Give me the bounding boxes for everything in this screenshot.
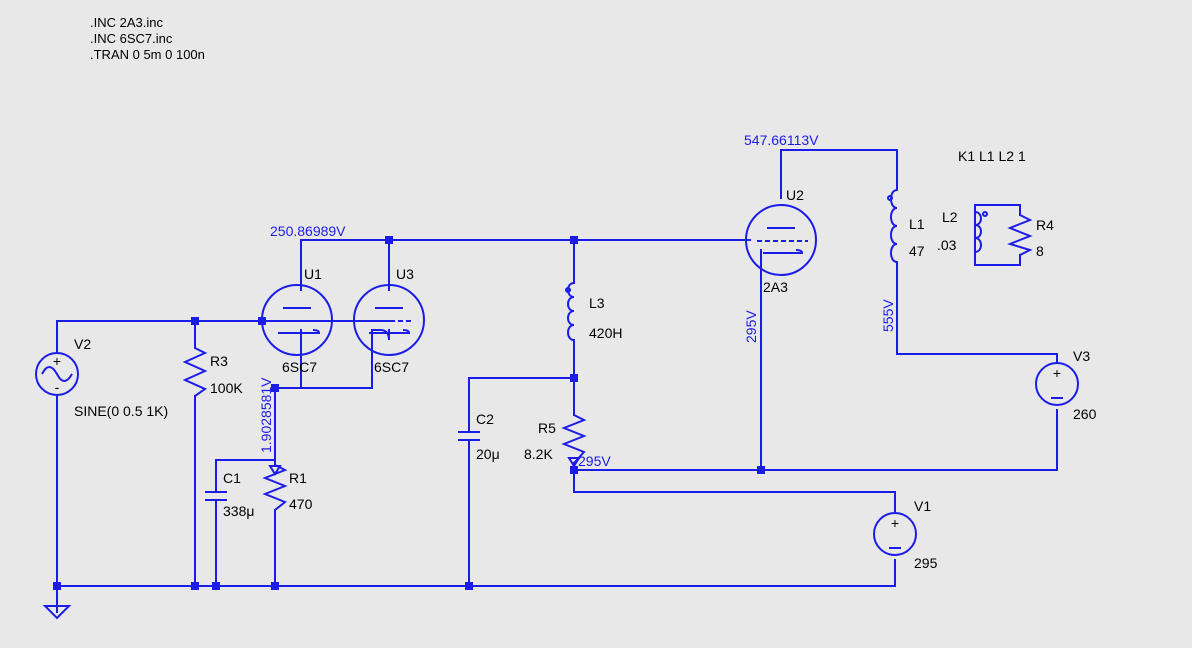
- spice-directives[interactable]: .INC 2A3.inc .INC 6SC7.inc .TRAN 0 5m 0 …: [90, 15, 205, 62]
- r5-value: 8.2K: [524, 446, 553, 462]
- inductor-l1[interactable]: L1 47: [887, 189, 925, 263]
- u2-value: 2A3: [763, 279, 788, 295]
- c2-ref: C2: [476, 411, 494, 427]
- wire-secondary-top: [974, 204, 1021, 216]
- source-v3[interactable]: + V3 260: [1035, 348, 1097, 422]
- v2-ref: V2: [74, 336, 91, 352]
- resistor-r5[interactable]: R5 8.2K: [524, 414, 587, 468]
- u1-ref: U1: [304, 266, 322, 282]
- wire-ground-bus: [56, 559, 896, 587]
- r1-value: 470: [289, 496, 313, 512]
- r1-ref: R1: [289, 470, 307, 486]
- wire-u2-plate: [780, 149, 898, 199]
- r4-ref: R4: [1036, 217, 1054, 233]
- resistor-r1[interactable]: R1 470: [262, 464, 313, 512]
- u3-ref: U3: [396, 266, 414, 282]
- net-voltage-output-plate: 547.66113V: [744, 132, 819, 148]
- source-v2[interactable]: + - V2 SINE(0 0.5 1K): [35, 336, 168, 419]
- v2-value: SINE(0 0.5 1K): [74, 403, 168, 419]
- inductor-l2[interactable]: L2 .03: [937, 209, 988, 253]
- u2-ref: U2: [786, 187, 804, 203]
- l1-value: 47: [909, 243, 925, 259]
- directive-inc-2a3[interactable]: .INC 2A3.inc: [90, 15, 163, 30]
- v1-value: 295: [914, 555, 938, 571]
- svg-text:+: +: [53, 353, 61, 369]
- svg-text:+: +: [1053, 365, 1061, 381]
- directive-tran[interactable]: .TRAN 0 5m 0 100n: [90, 47, 205, 62]
- net-voltage-supply-node: 295V: [578, 453, 611, 469]
- u1-value: 6SC7: [282, 359, 317, 375]
- r4-value: 8: [1036, 243, 1044, 259]
- capacitor-c2[interactable]: C2 20μ: [458, 411, 500, 462]
- ground-symbol[interactable]: [42, 605, 72, 620]
- c1-value: 338μ: [223, 503, 254, 519]
- wire-r5-bottom: [573, 462, 896, 513]
- source-v1[interactable]: + V1 295: [873, 498, 938, 571]
- v1-ref: V1: [914, 498, 931, 514]
- r5-ref: R5: [538, 420, 556, 436]
- svg-text:-: -: [55, 379, 60, 395]
- l3-value: 420H: [589, 325, 622, 341]
- tube-u2[interactable]: U2 2A3: [745, 187, 817, 295]
- wire-c2-top: [468, 377, 575, 416]
- r3-value: 100K: [210, 380, 243, 396]
- wire-v2-top: [56, 320, 390, 354]
- capacitor-c1[interactable]: C1 338μ: [205, 470, 254, 519]
- resistor-r3[interactable]: R3 100K: [182, 347, 243, 397]
- resistor-r4[interactable]: R4 8: [1006, 214, 1054, 259]
- wire-secondary-bottom: [974, 254, 1021, 266]
- wire-v3-return: [573, 409, 1058, 471]
- tube-u3[interactable]: U3 6SC7: [353, 266, 425, 375]
- net-voltage-cathode: 1.9028581V: [258, 377, 274, 453]
- directive-inc-6sc7[interactable]: .INC 6SC7.inc: [90, 31, 173, 46]
- v3-ref: V3: [1073, 348, 1090, 364]
- tube-u1[interactable]: U1 6SC7: [261, 266, 333, 375]
- svg-text:+: +: [891, 515, 899, 531]
- wire-u3-cathode: [274, 329, 390, 389]
- l2-ref: L2: [942, 209, 958, 225]
- net-voltage-output-supply: 555V: [880, 299, 896, 332]
- inductor-l3[interactable]: L3 420H: [565, 282, 622, 341]
- net-voltage-preamp-plate: 250.86989V: [270, 223, 346, 239]
- r3-ref: R3: [210, 353, 228, 369]
- l1-ref: L1: [909, 216, 925, 232]
- wire-l1-bottom: [896, 261, 1058, 363]
- net-voltage-grid-bias: 295V: [743, 310, 759, 343]
- v3-value: 260: [1073, 406, 1097, 422]
- wire-plate-bus: [300, 239, 751, 291]
- wires[interactable]: [56, 149, 1058, 613]
- c1-ref: C1: [223, 470, 241, 486]
- coupling-directive[interactable]: K1 L1 L2 1: [958, 148, 1026, 164]
- u3-value: 6SC7: [374, 359, 409, 375]
- c2-value: 20μ: [476, 446, 500, 462]
- l2-value: .03: [937, 237, 957, 253]
- l3-ref: L3: [589, 295, 605, 311]
